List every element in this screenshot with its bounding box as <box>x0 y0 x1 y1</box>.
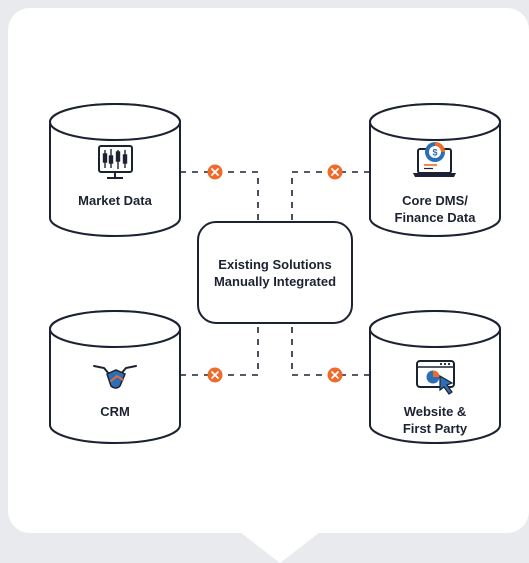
browser-cursor-icon <box>416 360 455 395</box>
market-data-line1: Market Data <box>78 193 152 208</box>
market-data-label: Market Data <box>55 192 175 209</box>
x-circle-icon <box>207 164 223 180</box>
center-label: Existing Solutions Manually Integrated <box>200 256 350 290</box>
website-label: Website & First Party <box>375 403 495 437</box>
x-circle-icon <box>327 367 343 383</box>
center-line2: Manually Integrated <box>213 274 337 289</box>
trading-monitor-icon <box>98 145 133 179</box>
handshake-icon <box>93 365 137 389</box>
connector-core <box>291 171 370 222</box>
finance-laptop-icon: $ <box>413 142 456 177</box>
core-dms-label: Core DMS/ Finance Data <box>375 192 495 226</box>
crm-label: CRM <box>55 403 175 420</box>
x-circle-icon <box>207 367 223 383</box>
connector-website <box>291 323 370 376</box>
website-line1: Website & <box>403 404 467 419</box>
center-box <box>197 221 353 324</box>
connector-crm <box>180 323 259 376</box>
x-circle-icon <box>327 164 343 180</box>
center-line1: Existing Solutions <box>218 257 332 272</box>
connector-market <box>180 171 259 222</box>
core-dms-line1: Core DMS/ <box>402 193 468 208</box>
crm-line1: CRM <box>100 404 130 419</box>
core-dms-line2: Finance Data <box>394 210 476 225</box>
svg-text:$: $ <box>432 148 437 158</box>
card-tail <box>240 532 320 563</box>
website-line2: First Party <box>402 421 468 436</box>
